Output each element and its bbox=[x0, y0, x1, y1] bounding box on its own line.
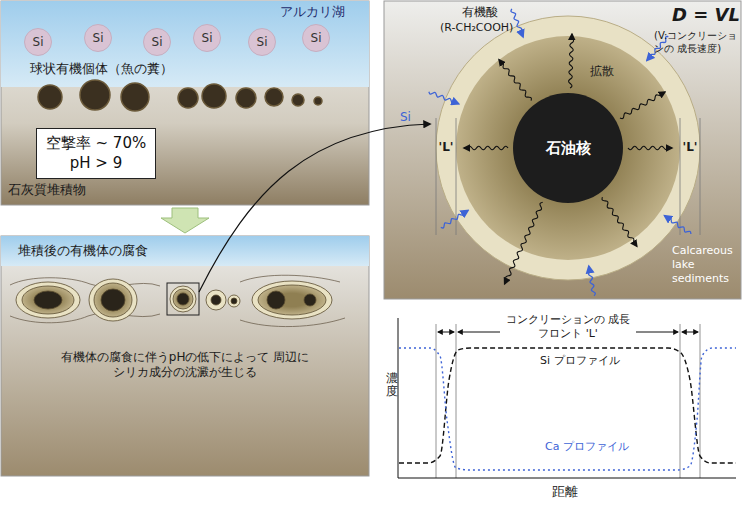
ca-profile bbox=[399, 348, 736, 470]
silica-circle: Si bbox=[143, 28, 171, 56]
diffusion-arrow bbox=[499, 60, 531, 101]
element-symbol: Si bbox=[257, 35, 268, 49]
zoom-pointer bbox=[199, 124, 430, 292]
decay-panel bbox=[1, 236, 369, 476]
diffusion-arrow bbox=[505, 202, 543, 284]
element-symbol: Si bbox=[202, 31, 213, 45]
silica-arrow bbox=[589, 266, 596, 296]
silica-circle: Si bbox=[193, 24, 221, 52]
oil-core: 石油核 bbox=[513, 93, 623, 203]
element-symbol: Si bbox=[93, 31, 104, 45]
element-symbol: Si bbox=[311, 31, 322, 45]
diffusion-arrow bbox=[628, 146, 672, 150]
front-label: コンクリーションの 成長フロント 'L' bbox=[503, 313, 633, 341]
condition-box: 空撃率 ~ 70% pH > 9 bbox=[36, 128, 156, 179]
decay-label: 堆積後の有機体の腐食 bbox=[18, 243, 148, 259]
acid-label: 有機酸 bbox=[462, 5, 498, 20]
concretion-panel bbox=[384, 1, 741, 299]
sediment-label: Calcareous lake sediments bbox=[672, 244, 738, 285]
condition-text: 空撃率 ~ 70% pH > 9 bbox=[43, 133, 149, 174]
silica-circle: Si bbox=[248, 28, 276, 56]
silica-arrow bbox=[665, 216, 691, 234]
silica-circle: Si bbox=[84, 24, 112, 52]
diffusion-label: 拡散 bbox=[590, 64, 614, 79]
silica-label: Si bbox=[400, 110, 411, 125]
lake-panel bbox=[1, 1, 369, 205]
profile-chart bbox=[384, 304, 741, 505]
front-label: 'L' bbox=[439, 140, 454, 155]
diffusion-arrow bbox=[620, 92, 665, 119]
front-label: 'L' bbox=[683, 140, 698, 155]
silica-circle: Si bbox=[24, 28, 52, 56]
series-label: Si プロファイル bbox=[540, 354, 620, 368]
core-label: 石油核 bbox=[546, 139, 591, 158]
sediment-label: 石灰質堆積物 bbox=[8, 182, 86, 198]
note-text: 有機体の腐食に伴うpHの低下によって 周辺にシリカ成分の沈澱が生じる bbox=[55, 350, 315, 380]
axis-title: 濃度 bbox=[386, 372, 398, 398]
organic-label: 球状有機個体（魚の糞） bbox=[30, 61, 173, 77]
lake-label: アルカリ湖 bbox=[280, 4, 345, 20]
si-profile bbox=[399, 348, 736, 463]
equation: D = VL bbox=[672, 4, 740, 27]
diffusion-arrow bbox=[464, 146, 508, 150]
series-label: Ca プロファイル bbox=[545, 440, 629, 454]
down-arrow bbox=[161, 208, 209, 233]
diffusion-arrow bbox=[569, 34, 574, 88]
element-symbol: Si bbox=[152, 35, 163, 49]
silica-circle: Si bbox=[302, 24, 330, 52]
silica-arrow bbox=[429, 92, 459, 104]
element-symbol: Si bbox=[33, 35, 44, 49]
equation-note: (V:コンクリーションの 成長速度) bbox=[654, 30, 738, 55]
formula-label: (R-CH₂COOH) bbox=[440, 21, 513, 35]
diffusion-arrow bbox=[602, 197, 637, 246]
axis-title: 距離 bbox=[552, 484, 578, 500]
silica-arrow bbox=[441, 211, 468, 228]
